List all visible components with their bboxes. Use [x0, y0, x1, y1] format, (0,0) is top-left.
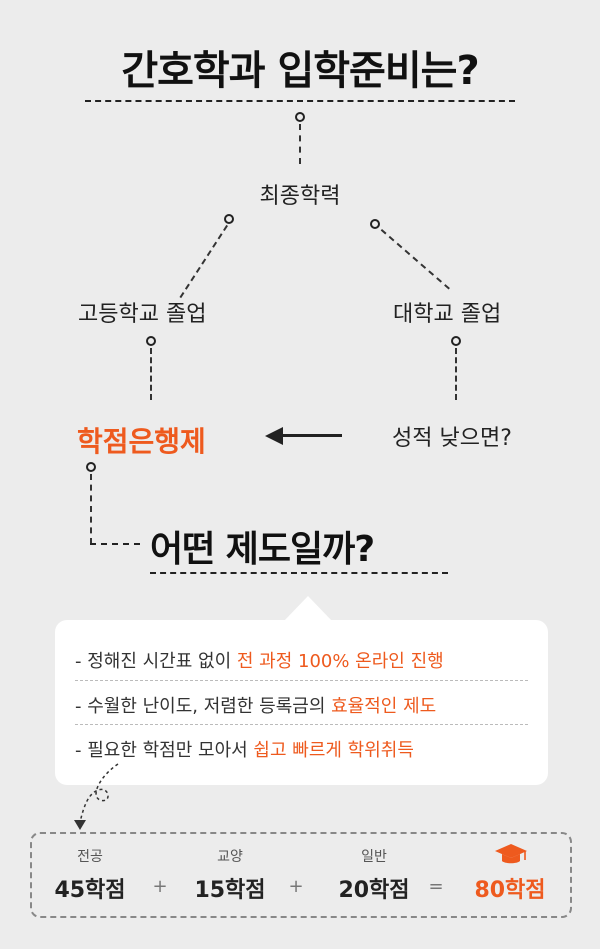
connector-line — [179, 224, 228, 299]
connector-line — [299, 124, 301, 164]
root-label: 최종학력 — [259, 184, 341, 209]
feature-line-3: - 필요한 학점만 모아서 쉽고 빠르게 학위취득 — [75, 736, 414, 762]
connector-node — [451, 336, 461, 346]
connector-line — [150, 348, 152, 400]
connector-node — [146, 336, 156, 346]
title-underline — [85, 100, 515, 102]
feature-highlight: 전 과정 100% 온라인 진행 — [236, 651, 444, 672]
question-underline — [150, 572, 448, 574]
card-divider — [75, 680, 528, 681]
condition-label: 성적 낮으면? — [392, 426, 512, 451]
arrow-left-icon — [265, 427, 283, 445]
equals-sign: = — [428, 876, 444, 897]
features-card — [55, 620, 548, 785]
branch-label-right: 대학교 졸업 — [393, 302, 502, 327]
credit-value: 20학점 — [338, 878, 410, 903]
credits-box — [30, 832, 572, 918]
connector-node — [295, 112, 305, 122]
credit-total: 80학점 — [474, 878, 546, 903]
connector-line — [90, 543, 140, 545]
plus-sign: + — [152, 876, 168, 897]
question-heading: 어떤 제도일까? — [150, 529, 375, 570]
connector-node — [224, 214, 234, 224]
connector-line — [455, 348, 457, 400]
credit-value: 45학점 — [54, 878, 126, 903]
curly-connector — [74, 763, 119, 830]
feature-text: - 수월한 난이도, 저렴한 등록금의 — [75, 696, 332, 717]
feature-highlight: 쉽고 빠르게 학위취득 — [253, 740, 414, 761]
feature-text: - 필요한 학점만 모아서 — [75, 740, 254, 761]
credit-label: 일반 — [361, 849, 387, 865]
connector-line — [90, 474, 92, 544]
feature-line-2: - 수월한 난이도, 저렴한 등록금의 효율적인 제도 — [75, 692, 436, 718]
card-divider — [75, 724, 528, 725]
credit-value: 15학점 — [194, 878, 266, 903]
graduation-cap-icon — [495, 844, 527, 864]
result-label: 학점은행제 — [77, 425, 206, 458]
feature-text: - 정해진 시간표 없이 — [75, 651, 237, 672]
page-title: 간호학과 입학준비는? — [121, 48, 479, 94]
connector-node — [86, 462, 96, 472]
branch-label-left: 고등학교 졸업 — [78, 302, 207, 327]
credit-label: 교양 — [217, 849, 243, 865]
plus-sign: + — [288, 876, 304, 897]
connector-node — [370, 219, 380, 229]
feature-line-1: - 정해진 시간표 없이 전 과정 100% 온라인 진행 — [75, 647, 444, 673]
credit-label: 전공 — [77, 849, 103, 865]
card-pointer — [283, 596, 333, 622]
connector-line — [380, 229, 450, 290]
arrow-shaft — [280, 434, 342, 437]
feature-highlight: 효율적인 제도 — [331, 696, 437, 717]
